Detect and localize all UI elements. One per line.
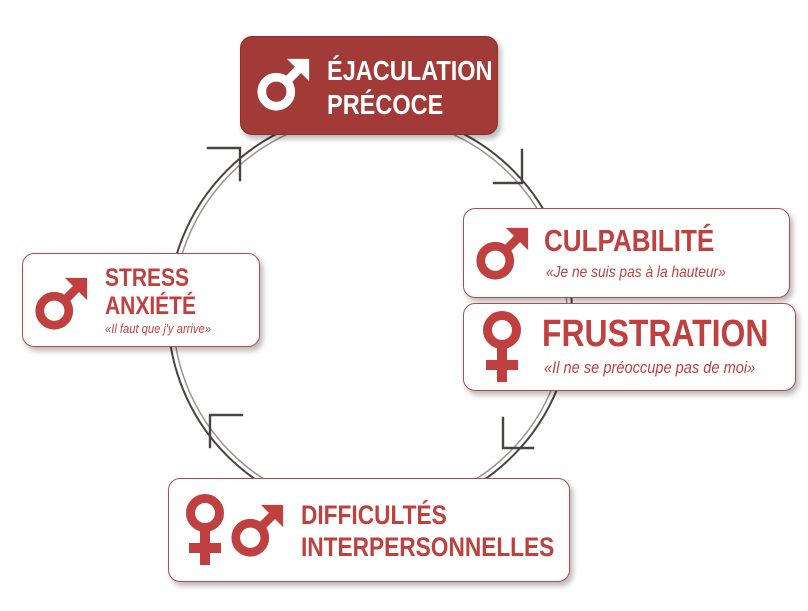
node-frustration: FRUSTRATION «Il ne se préoccupe pas de m… bbox=[463, 303, 796, 391]
node-culpabilite: CULPABILITÉ «Je ne suis pas à la hauteur… bbox=[463, 208, 790, 298]
node-culpabilite-quote: «Je ne suis pas à la hauteur» bbox=[546, 264, 726, 281]
node-frustration-quote: «Il ne se préoccupe pas de moi» bbox=[544, 358, 756, 377]
node-culpabilite-title: CULPABILITÉ bbox=[544, 223, 715, 258]
female-symbol-icon bbox=[186, 494, 224, 565]
node-stress-line1: STRESS bbox=[105, 264, 190, 292]
node-frustration-title: FRUSTRATION bbox=[542, 313, 769, 355]
node-stress-quote: «Il faut que j'y arrive» bbox=[105, 321, 211, 336]
cycle-arrow-top-right bbox=[492, 148, 524, 185]
cycle-arrow-bottom-left bbox=[208, 413, 244, 449]
node-difficultes-line1: DIFFICULTÉS bbox=[301, 500, 447, 530]
node-ejaculation-title: ÉJACULATION PRÉCOCE bbox=[327, 54, 493, 122]
node-difficultes-title: DIFFICULTÉS INTERPERSONNELLES bbox=[301, 499, 554, 563]
female-symbol-icon bbox=[483, 311, 521, 382]
male-symbol-icon bbox=[231, 504, 284, 557]
male-symbol-icon bbox=[35, 277, 88, 330]
node-ejaculation-line2: PRÉCOCE bbox=[327, 89, 444, 120]
cycle-arrow-top-left bbox=[206, 146, 242, 182]
node-difficultes-line2: INTERPERSONNELLES bbox=[301, 532, 555, 562]
node-stress-title: STRESS ANXIÉTÉ bbox=[105, 264, 196, 320]
cycle-arrow-bottom-right bbox=[501, 416, 535, 450]
node-ejaculation-line1: ÉJACULATION bbox=[327, 55, 493, 86]
node-ejaculation-precoce: ÉJACULATION PRÉCOCE bbox=[240, 36, 498, 135]
male-symbol-icon bbox=[476, 227, 529, 280]
node-stress-anxiete: STRESS ANXIÉTÉ «Il faut que j'y arrive» bbox=[22, 253, 260, 347]
male-symbol-icon bbox=[257, 58, 310, 111]
node-stress-line2: ANXIÉTÉ bbox=[105, 292, 197, 320]
node-difficultes-interpersonnelles: DIFFICULTÉS INTERPERSONNELLES bbox=[168, 478, 570, 582]
